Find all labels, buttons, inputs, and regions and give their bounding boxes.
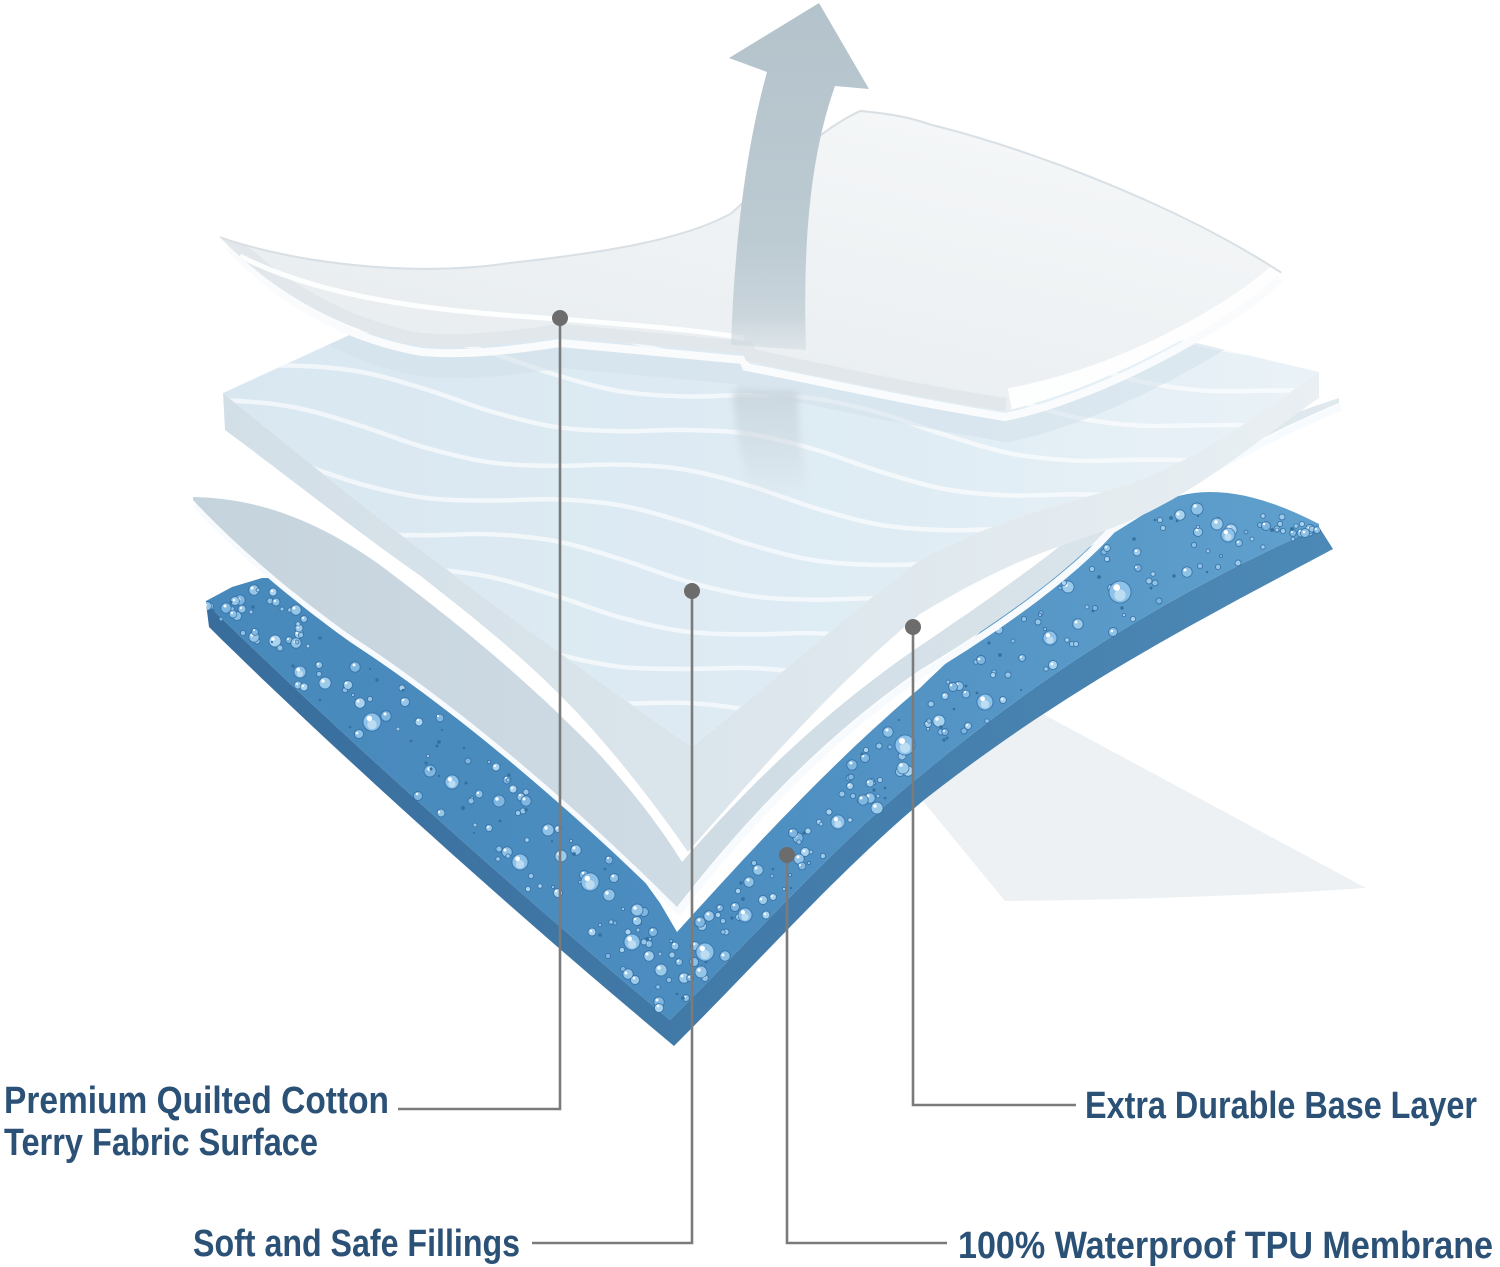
- svg-text:Extra Durable Base Layer: Extra Durable Base Layer: [1085, 1085, 1477, 1127]
- svg-text:Terry Fabric Surface: Terry Fabric Surface: [4, 1122, 318, 1164]
- svg-text:Soft and Safe Fillings: Soft and Safe Fillings: [193, 1223, 520, 1265]
- svg-text:Premium Quilted Cotton: Premium Quilted Cotton: [4, 1080, 389, 1122]
- svg-text:100% Waterproof TPU Membrane: 100% Waterproof TPU Membrane: [958, 1225, 1493, 1267]
